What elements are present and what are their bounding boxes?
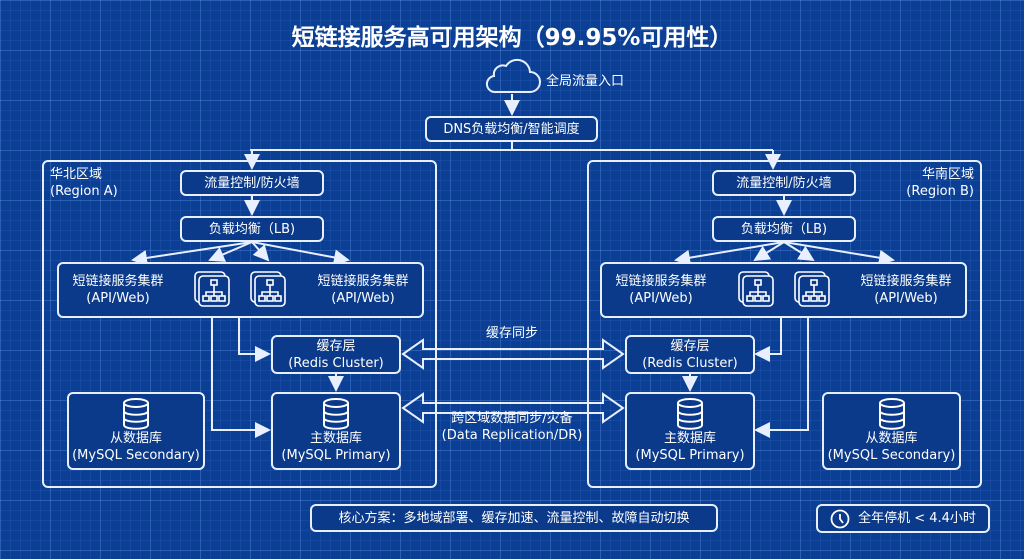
database-icon	[677, 398, 703, 430]
page-title: 短链接服务高可用架构（99.95%可用性）	[291, 25, 733, 51]
dns-box: DNS负载均衡/智能调度	[425, 116, 598, 142]
cache-sync-label: 缓存同步	[485, 326, 538, 341]
replication-label: 跨区域数据同步/灾备(Data Replication/DR)	[441, 411, 583, 443]
lb-b: 负载均衡（LB)	[712, 216, 856, 242]
secondary-db-b: 从数据库(MySQL Secondary)	[822, 392, 961, 470]
service-node-icon	[250, 271, 286, 307]
region-a	[42, 160, 437, 488]
cloud-icon	[485, 58, 541, 94]
lb-a: 负载均衡（LB)	[180, 216, 324, 242]
downtime-box: 全年停机 < 4.4小时	[816, 504, 990, 533]
core-solution-box: 核心方案：多地域部署、缓存加速、流量控制、故障自动切换	[310, 504, 718, 532]
database-icon	[878, 398, 905, 430]
firewall-a: 流量控制/防火墙	[180, 170, 324, 196]
service-cluster-a: 短链接服务集群(API/Web) 短链接服务集群(API/Web)	[57, 262, 424, 318]
downtime-label: 全年停机 < 4.4小时	[858, 511, 976, 526]
firewall-b: 流量控制/防火墙	[712, 170, 856, 196]
database-icon	[323, 398, 349, 430]
entry-label: 全局流量入口	[546, 74, 625, 89]
clock-icon	[830, 509, 850, 528]
service-cluster-b: 短链接服务集群(API/Web) 短链接服务集群(API/Web)	[600, 262, 967, 318]
primary-db-b: 主数据库(MySQL Primary)	[625, 392, 755, 470]
primary-db-a: 主数据库(MySQL Primary)	[271, 392, 401, 470]
region-b-label: 华南区域(Region B)	[906, 167, 974, 199]
region-a-label: 华北区域(Region A)	[50, 167, 118, 199]
replication-arrow	[401, 392, 625, 424]
service-node-icon	[738, 271, 774, 307]
service-node-icon	[794, 271, 830, 307]
cache-a: 缓存层(Redis Cluster)	[271, 335, 401, 374]
database-icon	[123, 398, 149, 430]
service-node-icon	[194, 271, 230, 307]
cache-sync-arrow	[401, 338, 625, 370]
region-b	[587, 160, 982, 488]
cache-b: 缓存层(Redis Cluster)	[625, 335, 755, 374]
secondary-db-a: 从数据库(MySQL Secondary)	[67, 392, 205, 470]
